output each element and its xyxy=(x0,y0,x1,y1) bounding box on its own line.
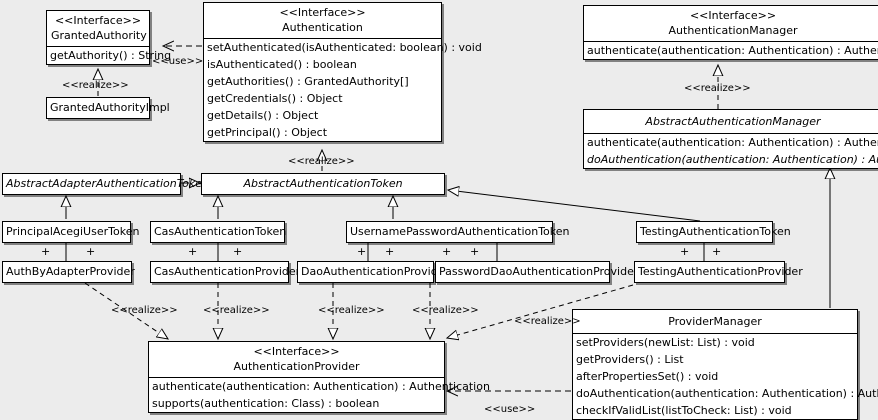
class-header: <<Interface>> Authentication xyxy=(204,3,441,38)
class-dao-authentication-provider[interactable]: DaoAuthenticationProvider xyxy=(297,261,449,283)
members-compartment: setAuthenticated(isAuthenticated: boolea… xyxy=(204,38,482,141)
multiplicity-marker: + xyxy=(385,245,395,258)
member-row: getAuthority() : String xyxy=(50,49,172,62)
class-name: PrincipalAcegiUserToken xyxy=(6,225,140,238)
multiplicity-marker: + xyxy=(188,245,198,258)
multiplicity-marker: + xyxy=(680,245,690,258)
members-compartment: authenticate(authentication: Authenticat… xyxy=(584,133,878,168)
member-row: afterPropertiesSet() : void xyxy=(576,370,719,383)
class-abstract-adapter-authentication-token[interactable]: AbstractAdapterAuthenticationToken xyxy=(2,173,209,195)
member-row: setProviders(newList: List) : void xyxy=(576,336,755,349)
member-row: getProviders() : List xyxy=(576,353,684,366)
label-realize-granted-authority-impl: <<realize>> xyxy=(62,80,129,91)
members-compartment: setProviders(newList: List) : void getPr… xyxy=(573,333,878,419)
member-row: supports(authentication: Class) : boolea… xyxy=(152,397,380,410)
class-name: CasAuthenticationProvider xyxy=(154,265,301,278)
member-row: doAuthentication(authentication: Authent… xyxy=(587,153,878,166)
label-use-provider-manager: <<use>> xyxy=(484,404,536,415)
class-name: TestingAuthenticationToken xyxy=(640,225,791,238)
class-authentication[interactable]: <<Interface>> Authentication setAuthenti… xyxy=(203,2,482,142)
label-realize-dao-provider: <<realize>> xyxy=(318,305,385,316)
class-password-dao-authentication-provider[interactable]: PasswordDaoAuthenticationProvider xyxy=(435,261,639,283)
member-row: checkIfValidList(listToCheck: List) : vo… xyxy=(576,404,792,417)
member-row: authenticate(authentication: Authenticat… xyxy=(152,380,490,393)
class-name: ProviderManager xyxy=(668,315,762,328)
class-granted-authority-impl[interactable]: GrantedAuthorityImpl xyxy=(46,97,170,119)
class-auth-by-adapter-provider[interactable]: AuthByAdapterProvider xyxy=(2,261,135,283)
members-compartment: getAuthority() : String xyxy=(47,46,172,64)
class-name: GrantedAuthority xyxy=(51,29,147,42)
multiplicity-marker: + xyxy=(357,245,367,258)
members-compartment: authenticate(authentication: Authenticat… xyxy=(149,377,490,412)
member-row: doAuthentication(authentication: Authent… xyxy=(576,387,878,400)
class-authentication-manager[interactable]: <<Interface>> AuthenticationManager auth… xyxy=(583,5,878,60)
members-compartment: authenticate(authentication: Authenticat… xyxy=(584,41,878,59)
stereotype-label: <<Interface>> xyxy=(279,6,366,19)
label-realize-abstract-authentication-token: <<realize>> xyxy=(288,156,355,167)
member-row: getAuthorities() : GrantedAuthority[] xyxy=(207,75,409,88)
class-name: AbstractAuthenticationToken xyxy=(243,177,403,190)
class-header: <<Interface>> GrantedAuthority xyxy=(47,11,149,46)
class-username-password-authentication-token[interactable]: UsernamePasswordAuthenticationToken xyxy=(346,221,570,243)
label-realize-password-dao-provider: <<realize>> xyxy=(412,305,479,316)
class-name: GrantedAuthorityImpl xyxy=(50,101,170,114)
class-header: ProviderManager xyxy=(573,310,857,333)
class-header: AbstractAuthenticationManager xyxy=(584,110,878,133)
member-row: getDetails() : Object xyxy=(207,109,319,122)
multiplicity-marker: + xyxy=(712,245,722,258)
stereotype-label: <<Interface>> xyxy=(253,345,340,358)
multiplicity-marker: + xyxy=(41,245,51,258)
class-name: Authentication xyxy=(282,21,363,34)
label-realize-abstract-authentication-manager: <<realize>> xyxy=(684,83,751,94)
member-row: getCredentials() : Object xyxy=(207,92,343,105)
class-authentication-provider[interactable]: <<Interface>> AuthenticationProvider aut… xyxy=(148,341,490,413)
label-realize-auth-by-adapter: <<realize>> xyxy=(111,305,178,316)
label-realize-cas-provider: <<realize>> xyxy=(203,305,270,316)
class-name: TestingAuthenticationProvider xyxy=(638,265,803,278)
member-row: setAuthenticated(isAuthenticated: boolea… xyxy=(207,41,482,54)
label-realize-provider-manager: <<realize>> xyxy=(514,316,581,327)
class-name: AuthByAdapterProvider xyxy=(6,265,135,278)
class-name: UsernamePasswordAuthenticationToken xyxy=(350,225,570,238)
class-abstract-authentication-manager[interactable]: AbstractAuthenticationManager authentica… xyxy=(583,109,878,169)
class-name: DaoAuthenticationProvider xyxy=(301,265,449,278)
multiplicity-marker: + xyxy=(470,245,480,258)
multiplicity-marker: + xyxy=(233,245,243,258)
class-testing-authentication-provider[interactable]: TestingAuthenticationProvider xyxy=(634,261,803,283)
label-use-granted-authority: <<use>> xyxy=(152,56,204,67)
stereotype-label: <<Interface>> xyxy=(54,14,142,27)
member-row: getPrincipal() : Object xyxy=(207,126,328,139)
class-cas-authentication-provider[interactable]: CasAuthenticationProvider xyxy=(150,261,301,283)
member-row: authenticate(authentication: Authenticat… xyxy=(587,136,878,149)
class-name: AbstractAuthenticationManager xyxy=(645,115,821,128)
member-row: isAuthenticated() : boolean xyxy=(207,58,357,71)
class-header: <<Interface>> AuthenticationManager xyxy=(584,6,878,41)
class-name: AuthenticationManager xyxy=(668,24,798,37)
class-testing-authentication-token[interactable]: TestingAuthenticationToken xyxy=(636,221,791,243)
multiplicity-marker: + xyxy=(442,245,452,258)
multiplicity-marker: + xyxy=(86,245,96,258)
class-principal-acegi-user-token[interactable]: PrincipalAcegiUserToken xyxy=(2,221,140,243)
member-row: authenticate(authentication: Authenticat… xyxy=(587,44,878,57)
class-cas-authentication-token[interactable]: CasAuthenticationToken xyxy=(150,221,287,243)
class-granted-authority[interactable]: <<Interface>> GrantedAuthority getAuthor… xyxy=(46,10,172,65)
class-abstract-authentication-token[interactable]: AbstractAuthenticationToken xyxy=(201,173,445,195)
class-name: PasswordDaoAuthenticationProvider xyxy=(439,265,639,278)
stereotype-label: <<Interface>> xyxy=(689,9,777,22)
class-name: AbstractAdapterAuthenticationToken xyxy=(6,177,209,190)
class-provider-manager[interactable]: ProviderManager setProviders(newList: Li… xyxy=(572,309,878,420)
class-header: <<Interface>> AuthenticationProvider xyxy=(149,342,444,377)
class-name: AuthenticationProvider xyxy=(233,360,360,373)
class-name: CasAuthenticationToken xyxy=(154,225,287,238)
